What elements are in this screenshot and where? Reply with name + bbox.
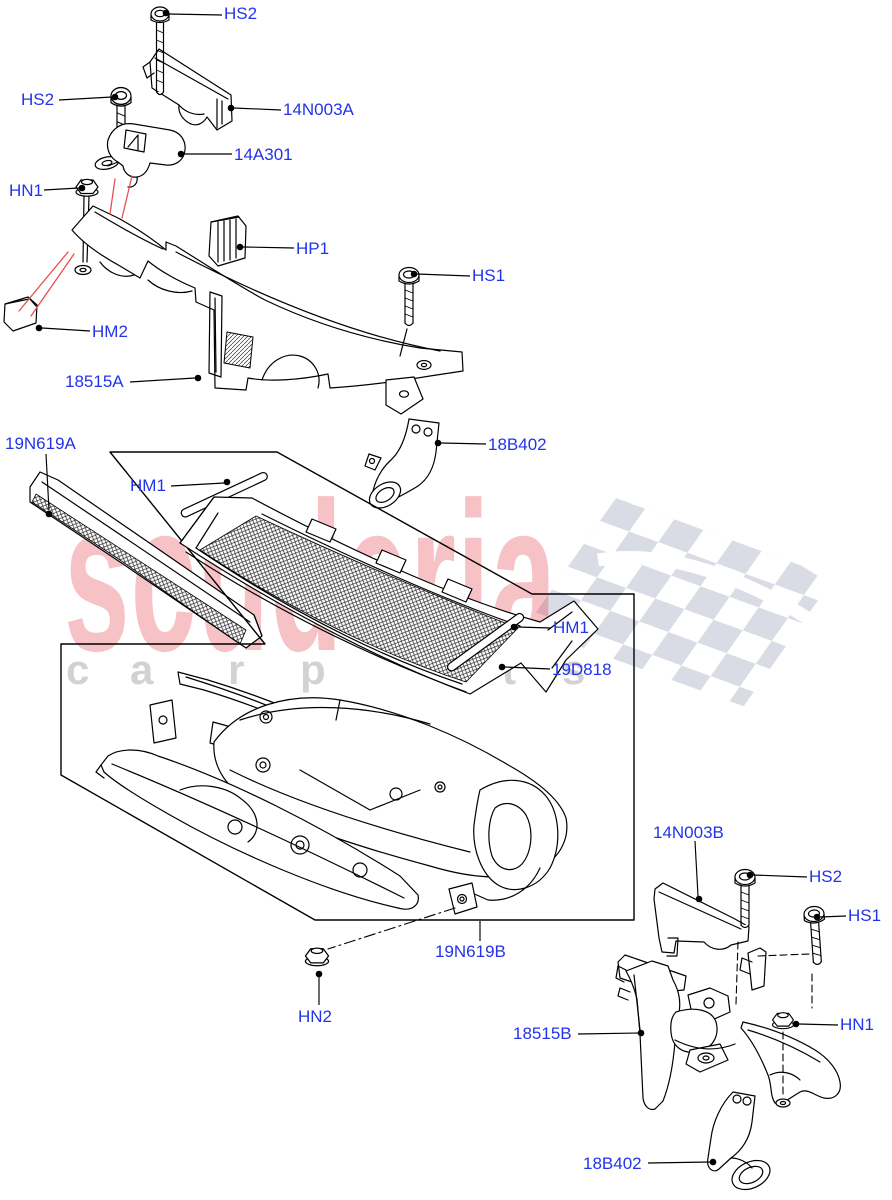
part-label-hs2-low[interactable]: HS2 — [809, 867, 843, 886]
detail-box-outline — [60, 451, 635, 921]
part-18b402-top-drain-tube — [364, 418, 440, 509]
part-label-14n003b[interactable]: 14N003B — [653, 823, 724, 842]
part-label-hm1-top[interactable]: HM1 — [130, 476, 166, 495]
part-label-18515b[interactable]: 18515B — [513, 1024, 572, 1043]
leader-line-hs2-low — [752, 874, 808, 878]
leader-line-hn1-top — [43, 187, 80, 191]
leader-dot-hs1-top — [410, 270, 418, 278]
leader-line-14n003b — [694, 840, 699, 897]
nut-hn1-low-icon — [771, 1012, 795, 1030]
part-label-hs2-top[interactable]: HS2 — [224, 4, 258, 23]
assembly-dashed-lines — [327, 907, 813, 1099]
leader-dot-hm2 — [35, 324, 43, 332]
red-indicator-lines — [18, 175, 133, 317]
part-label-14n003a[interactable]: 14N003A — [283, 100, 354, 119]
part-18515a-cowl-panel — [71, 205, 464, 415]
part-label-hn1-top[interactable]: HN1 — [9, 181, 44, 200]
leader-line-hm1-top — [170, 482, 225, 487]
leader-dot-14n003b — [695, 895, 703, 903]
leader-line-hn1-low — [798, 1023, 839, 1026]
leader-line-hm2 — [41, 327, 91, 332]
part-label-14a301[interactable]: 14A301 — [234, 145, 293, 164]
part-label-hm1-right[interactable]: HM1 — [553, 618, 589, 637]
watermark-letter-3: p — [300, 646, 326, 693]
leader-line-hs1-low — [819, 915, 847, 918]
leader-dot-14n003a — [227, 104, 235, 112]
leader-dot-hs2-top — [162, 9, 170, 17]
part-label-19n619b[interactable]: 19N619B — [435, 942, 506, 961]
leader-dot-hm1-top — [223, 478, 231, 486]
leader-dot-hm1-right — [510, 623, 518, 631]
part-label-18515a[interactable]: 18515A — [65, 372, 124, 391]
watermark-letter-2: r — [228, 646, 244, 693]
leader-dot-18b402-low — [709, 1158, 717, 1166]
part-14n003b-support-bracket — [653, 882, 750, 957]
leader-line-18b402-low — [647, 1161, 711, 1164]
part-label-18b402-low[interactable]: 18B402 — [583, 1154, 642, 1173]
leader-dot-hn2 — [315, 970, 323, 978]
leader-dot-19d818 — [498, 663, 506, 671]
screw-hs1-top-icon — [398, 266, 420, 357]
leader-dot-19n619a — [45, 510, 53, 518]
leader-dot-hn1-low — [792, 1020, 800, 1028]
part-label-18b402-top[interactable]: 18B402 — [488, 435, 547, 454]
part-label-19d818[interactable]: 19D818 — [552, 660, 612, 679]
leader-line-18b402-top — [440, 442, 487, 445]
watermark-letter-0: c — [66, 646, 89, 693]
part-hm1-seal-right — [446, 612, 525, 672]
part-19d818-cowl-grille — [179, 496, 599, 695]
leader-lines-layer — [35, 9, 847, 1166]
part-label-hp1[interactable]: HP1 — [296, 239, 330, 258]
part-label-hs2-left[interactable]: HS2 — [21, 90, 55, 109]
part-14n003a-support-bracket — [142, 48, 233, 131]
part-label-hs1-top[interactable]: HS1 — [472, 266, 506, 285]
leader-line-hs1-top — [416, 273, 471, 277]
watermark-letter-1: a — [130, 646, 154, 693]
part-18515b-cowl-bracket — [615, 947, 841, 1111]
part-hm2-pad — [3, 296, 38, 332]
leader-line-14n003a — [233, 107, 282, 111]
checkered-flag-watermark — [525, 495, 857, 707]
part-label-19n619a[interactable]: 19N619A — [5, 434, 76, 453]
part-label-hn2[interactable]: HN2 — [298, 1007, 333, 1026]
leader-line-hm1-right — [516, 626, 552, 629]
part-19n619b-cowl-assembly — [95, 671, 568, 915]
leader-dot-hs2-left — [111, 93, 119, 101]
leader-dot-hs2-low — [746, 871, 754, 879]
leader-dot-hp1 — [236, 243, 244, 251]
leader-dot-hn1-top — [78, 184, 86, 192]
leader-dot-hs1-low — [813, 913, 821, 921]
part-18b402-low-drain-tube — [707, 1091, 771, 1191]
nut-hn2-icon — [304, 947, 330, 967]
leader-line-19d818 — [504, 666, 551, 670]
leader-dot-18515a — [194, 374, 202, 382]
leader-dot-14a301 — [177, 150, 185, 158]
leader-line-hp1 — [242, 246, 295, 249]
leader-line-18515a — [129, 377, 196, 383]
part-hp1-pad — [208, 215, 247, 267]
leader-dot-18b402-top — [434, 439, 442, 447]
screw-hs2-low-icon — [734, 868, 756, 929]
leader-dot-18515b — [637, 1029, 645, 1037]
leader-line-hs2-top — [168, 13, 223, 16]
part-14a301-clip — [106, 123, 186, 188]
part-label-hm2[interactable]: HM2 — [92, 322, 128, 341]
part-label-hs1-low[interactable]: HS1 — [848, 906, 882, 925]
leader-line-hs2-left — [58, 96, 113, 101]
part-label-hn1-low[interactable]: HN1 — [840, 1015, 875, 1034]
leader-line-19n619a — [45, 453, 50, 511]
part-19n619a-cowl-trim-strip — [29, 471, 263, 649]
leader-line-18515b — [577, 1032, 639, 1035]
